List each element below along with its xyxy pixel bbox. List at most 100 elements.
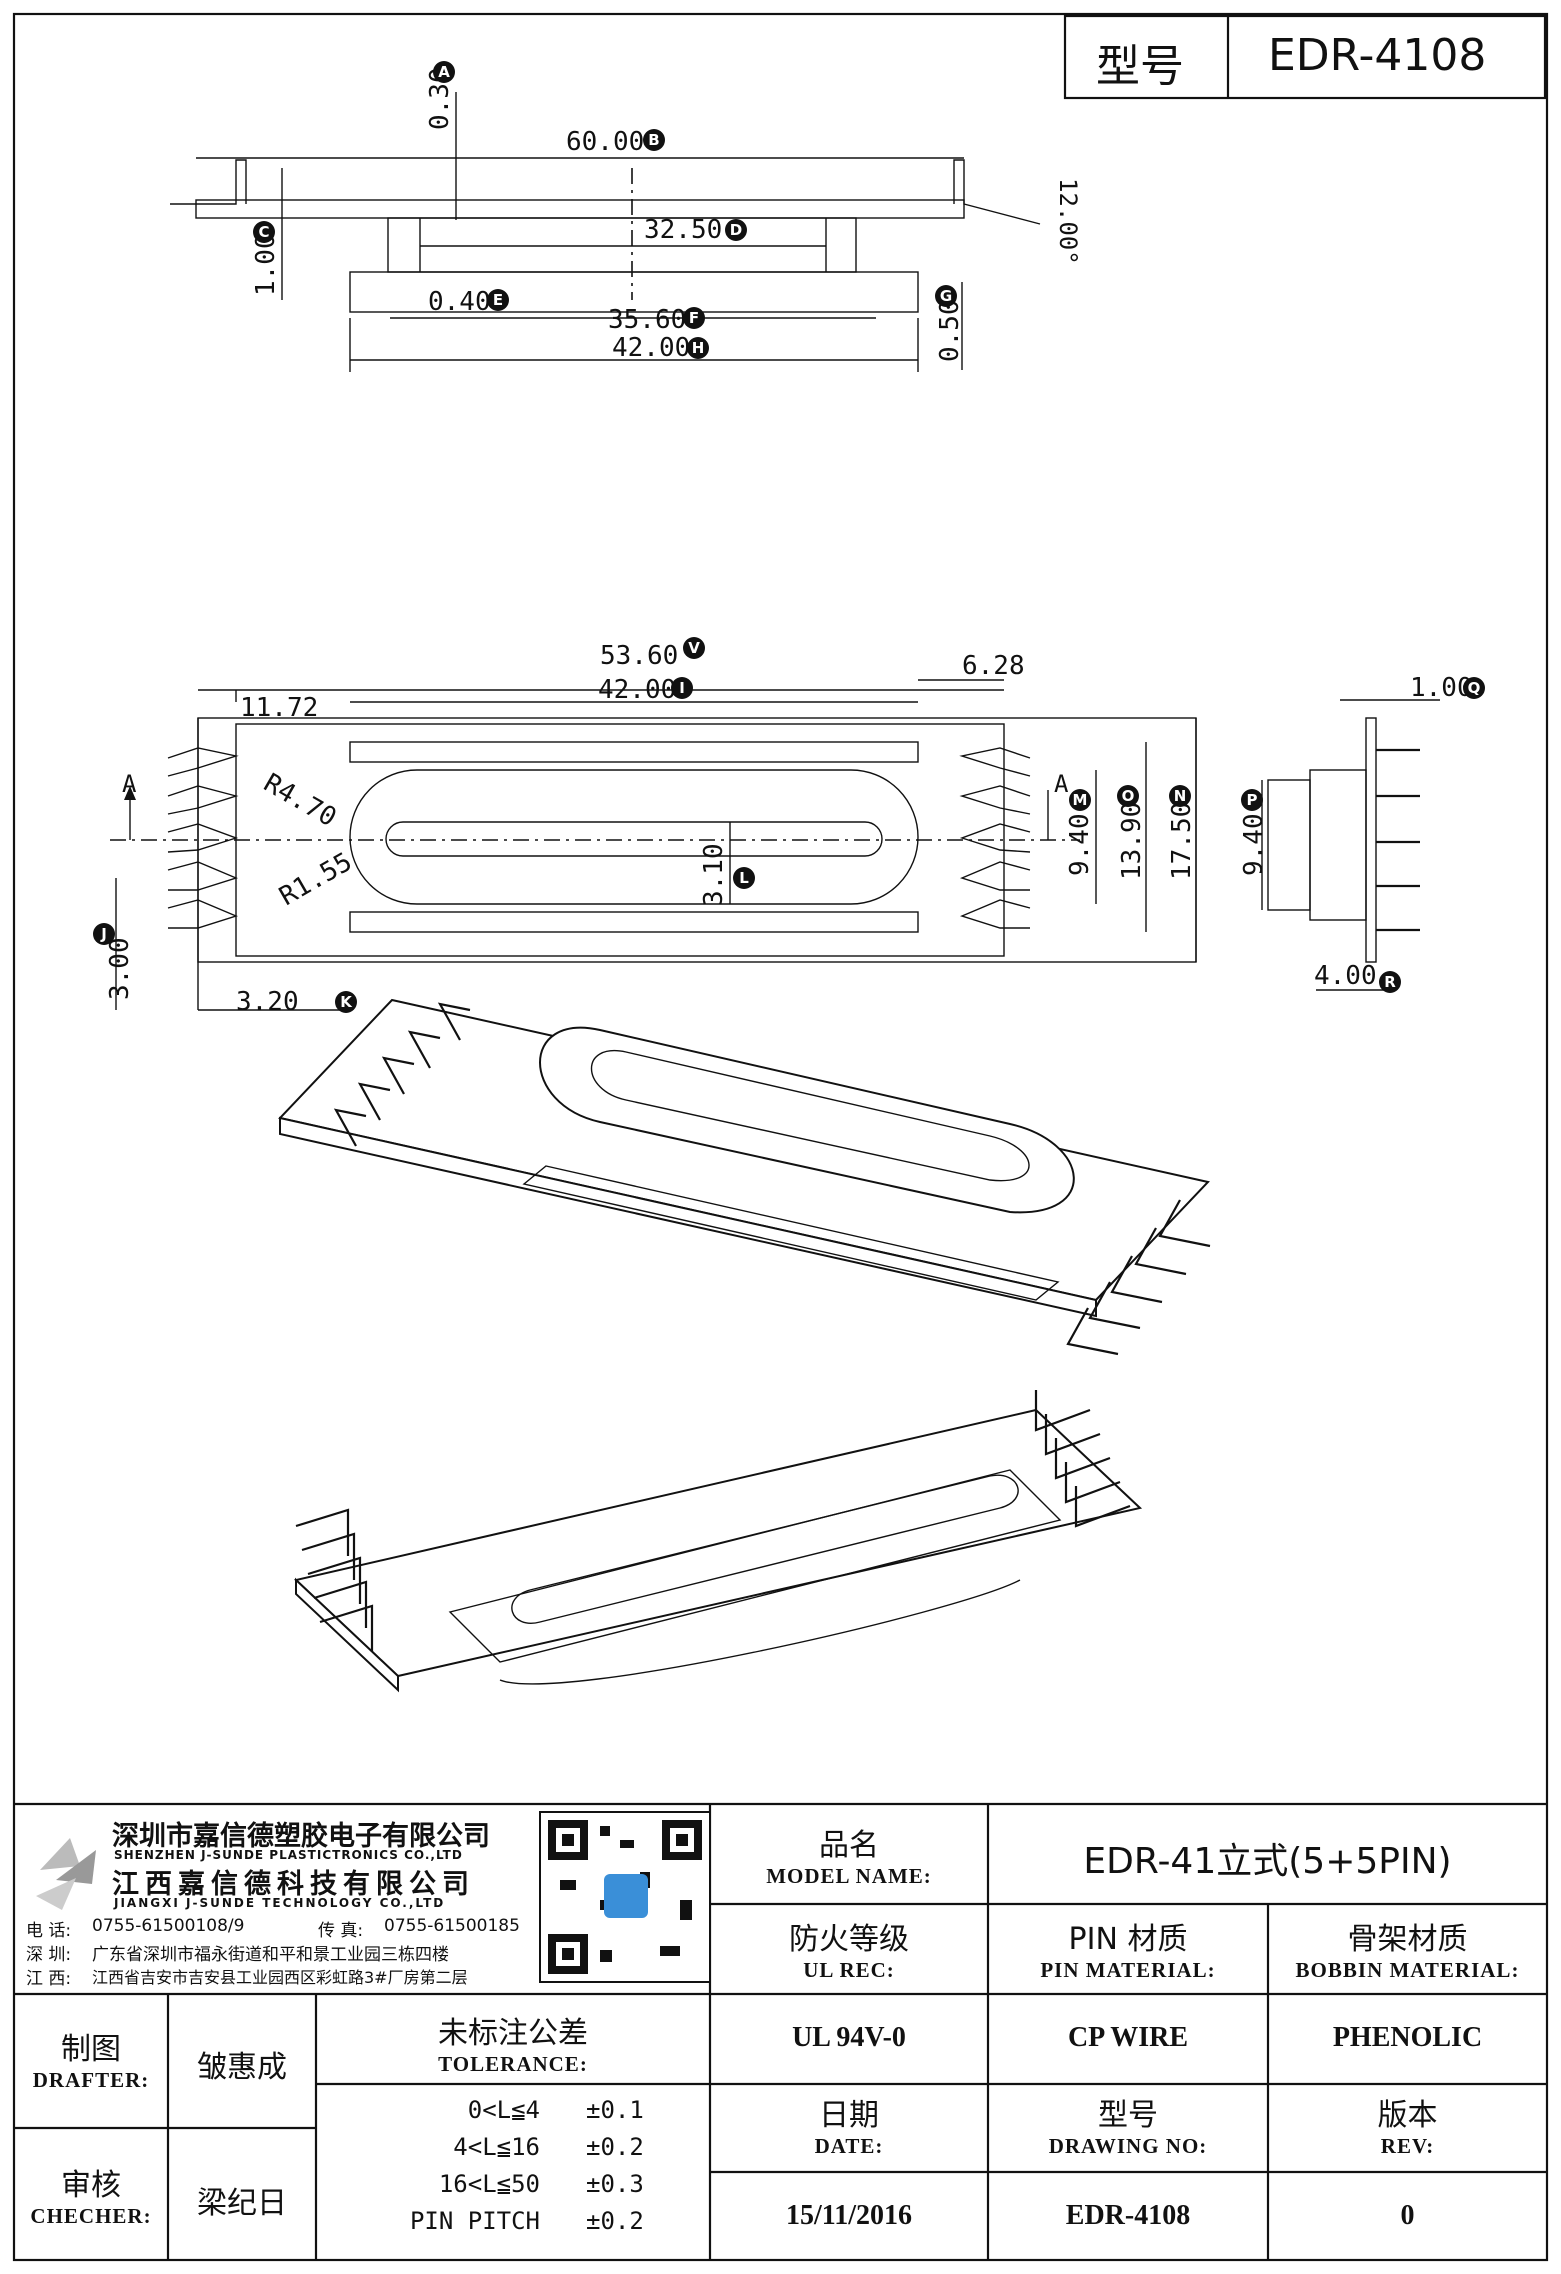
svg-text:J: J [100,925,107,943]
sz-address: 广东省深圳市福永街道和平和景工业园三栋四楼 [92,1945,449,1965]
phone-label: 电 话: [26,1921,72,1941]
svg-text:L: L [739,869,749,887]
top-view: 53.60 6.28 11.72 42.00 R4.70 R1.55 9.40 … [93,637,1197,1017]
svg-text:F: F [689,309,699,327]
dim-side-4: 0.40 [428,287,491,317]
dim-top-6: 9.40 [1065,813,1095,876]
dim-side-3: 32.50 [644,215,722,245]
dim-top-3: 42.00 [598,675,676,705]
company-name-sz-en: SHENZHEN J-SUNDE PLASTICTRONICS CO.,LTD [114,1848,463,1862]
date-value: 15/11/2016 [785,2200,912,2231]
tolerance-row: PIN PITCH±0.2 [409,2207,644,2235]
dim-end-0: 1.00 [1410,673,1473,703]
title-block-grid [14,1802,1547,2260]
dim-top-8: 17.50 [1167,802,1197,880]
sheet-border [12,12,1549,2262]
dim-top-9: 3.10 [699,843,729,906]
left-pin-row [167,718,239,1010]
dim-side-8: 12.00° [1054,178,1082,265]
tolerance-table: 0<L≦4±0.1 4<L≦16±0.2 16<L≦50±0.3 PIN PIT… [330,2092,700,2240]
svg-text:C: C [258,223,269,241]
svg-text:P: P [1247,791,1258,809]
svg-text:R: R [1384,973,1396,991]
isometric-view-top [278,998,1211,1356]
company-name-jx-en: JIANGXI J-SUNDE TECHNOLOGY CO.,LTD [114,1896,446,1910]
end-markers: Q P R [1241,677,1485,993]
svg-text:E: E [493,291,503,309]
dim-top-1: 6.28 [962,651,1025,681]
dim-side-5: 35.60 [608,305,686,335]
dim-top-10: 3.00 [105,937,135,1000]
rev-value: 0 [1400,2200,1415,2231]
model-header-box [1063,14,1547,100]
right-pin-row [959,747,1031,929]
tolerance-row: 16<L≦50±0.3 [438,2170,644,2198]
jx-address-label: 江 西: [26,1969,72,1989]
checker-name: 梁纪日 [197,2186,287,2221]
iso2-right-pins [1034,1390,1131,1528]
section-mark-right: A [1054,770,1069,798]
model-name-label: 品名 MODEL NAME: [766,1828,932,1888]
side-markers: A B C D E F H G [253,61,957,359]
dim-top-2: 11.72 [240,693,318,723]
fax-label: 传 真: [318,1921,364,1941]
tolerance-row: 0<L≦4±0.1 [467,2096,644,2124]
company-name-jx: 江西嘉信德科技有限公司 [112,1869,475,1900]
iso1-right-pins [1066,1199,1211,1356]
jx-address: 江西省吉安市吉安县工业园西区彩虹路3#厂房第二层 [92,1968,468,1987]
company-logo [36,1838,96,1910]
iso1-left-pins [333,1002,471,1147]
top-markers: V I M O N L J K [93,637,1191,1013]
pin-material-value: CP WIRE [1067,2022,1189,2053]
model-name-value: EDR-41立式(5+5PIN) [1083,1841,1452,1882]
svg-text:K: K [340,993,353,1011]
drawing-no-value: EDR-4108 [1065,2200,1191,2231]
tolerance-row: 4<L≦16±0.2 [453,2133,644,2161]
dim-top-7: 13.90 [1117,802,1147,880]
ul-rec-value: UL 94V-0 [792,2022,906,2053]
dim-top-11: 3.20 [236,987,299,1017]
phone-value: 0755-61500108/9 [92,1916,245,1936]
svg-text:N: N [1174,787,1187,805]
dim-side-6: 42.00 [612,333,690,363]
svg-text:A: A [438,63,450,81]
header-type-label: 型号 [1096,41,1184,92]
svg-text:B: B [648,131,659,149]
fax-value: 0755-61500185 [384,1916,520,1936]
svg-text:D: D [730,221,742,239]
dim-side-2: 1.00 [251,233,281,296]
svg-text:H: H [692,339,705,357]
svg-text:G: G [940,287,952,305]
sz-address-label: 深 圳: [26,1945,72,1965]
dim-side-1: 60.00 [566,127,644,157]
iso2-left-pins [295,1508,374,1652]
side-view: 0.30 60.00 1.00 32.50 0.40 35.60 42.00 0… [170,61,1082,372]
svg-text:I: I [679,679,685,697]
drafter-name: 皱惠成 [197,2050,287,2085]
svg-text:M: M [1073,791,1088,809]
company-name-sz: 深圳市嘉信德塑胶电子有限公司 [112,1821,490,1852]
bobbin-material-value: PHENOLIC [1332,2022,1483,2053]
header-model-code: EDR-4108 [1268,30,1487,81]
dim-end-1: 9.40 [1239,813,1269,876]
section-mark-left: A [122,770,137,798]
dim-top-4: R4.70 [259,768,342,833]
dim-top-5: R1.55 [275,847,358,912]
dim-end-2: 4.00 [1314,961,1377,991]
dim-top-0: 53.60 [600,641,678,671]
dim-side-7: 0.50 [935,299,965,362]
svg-text:O: O [1122,787,1135,805]
qr-code-icon [539,1811,711,1983]
isometric-view-bottom [293,1390,1143,1693]
svg-text:V: V [688,639,700,657]
